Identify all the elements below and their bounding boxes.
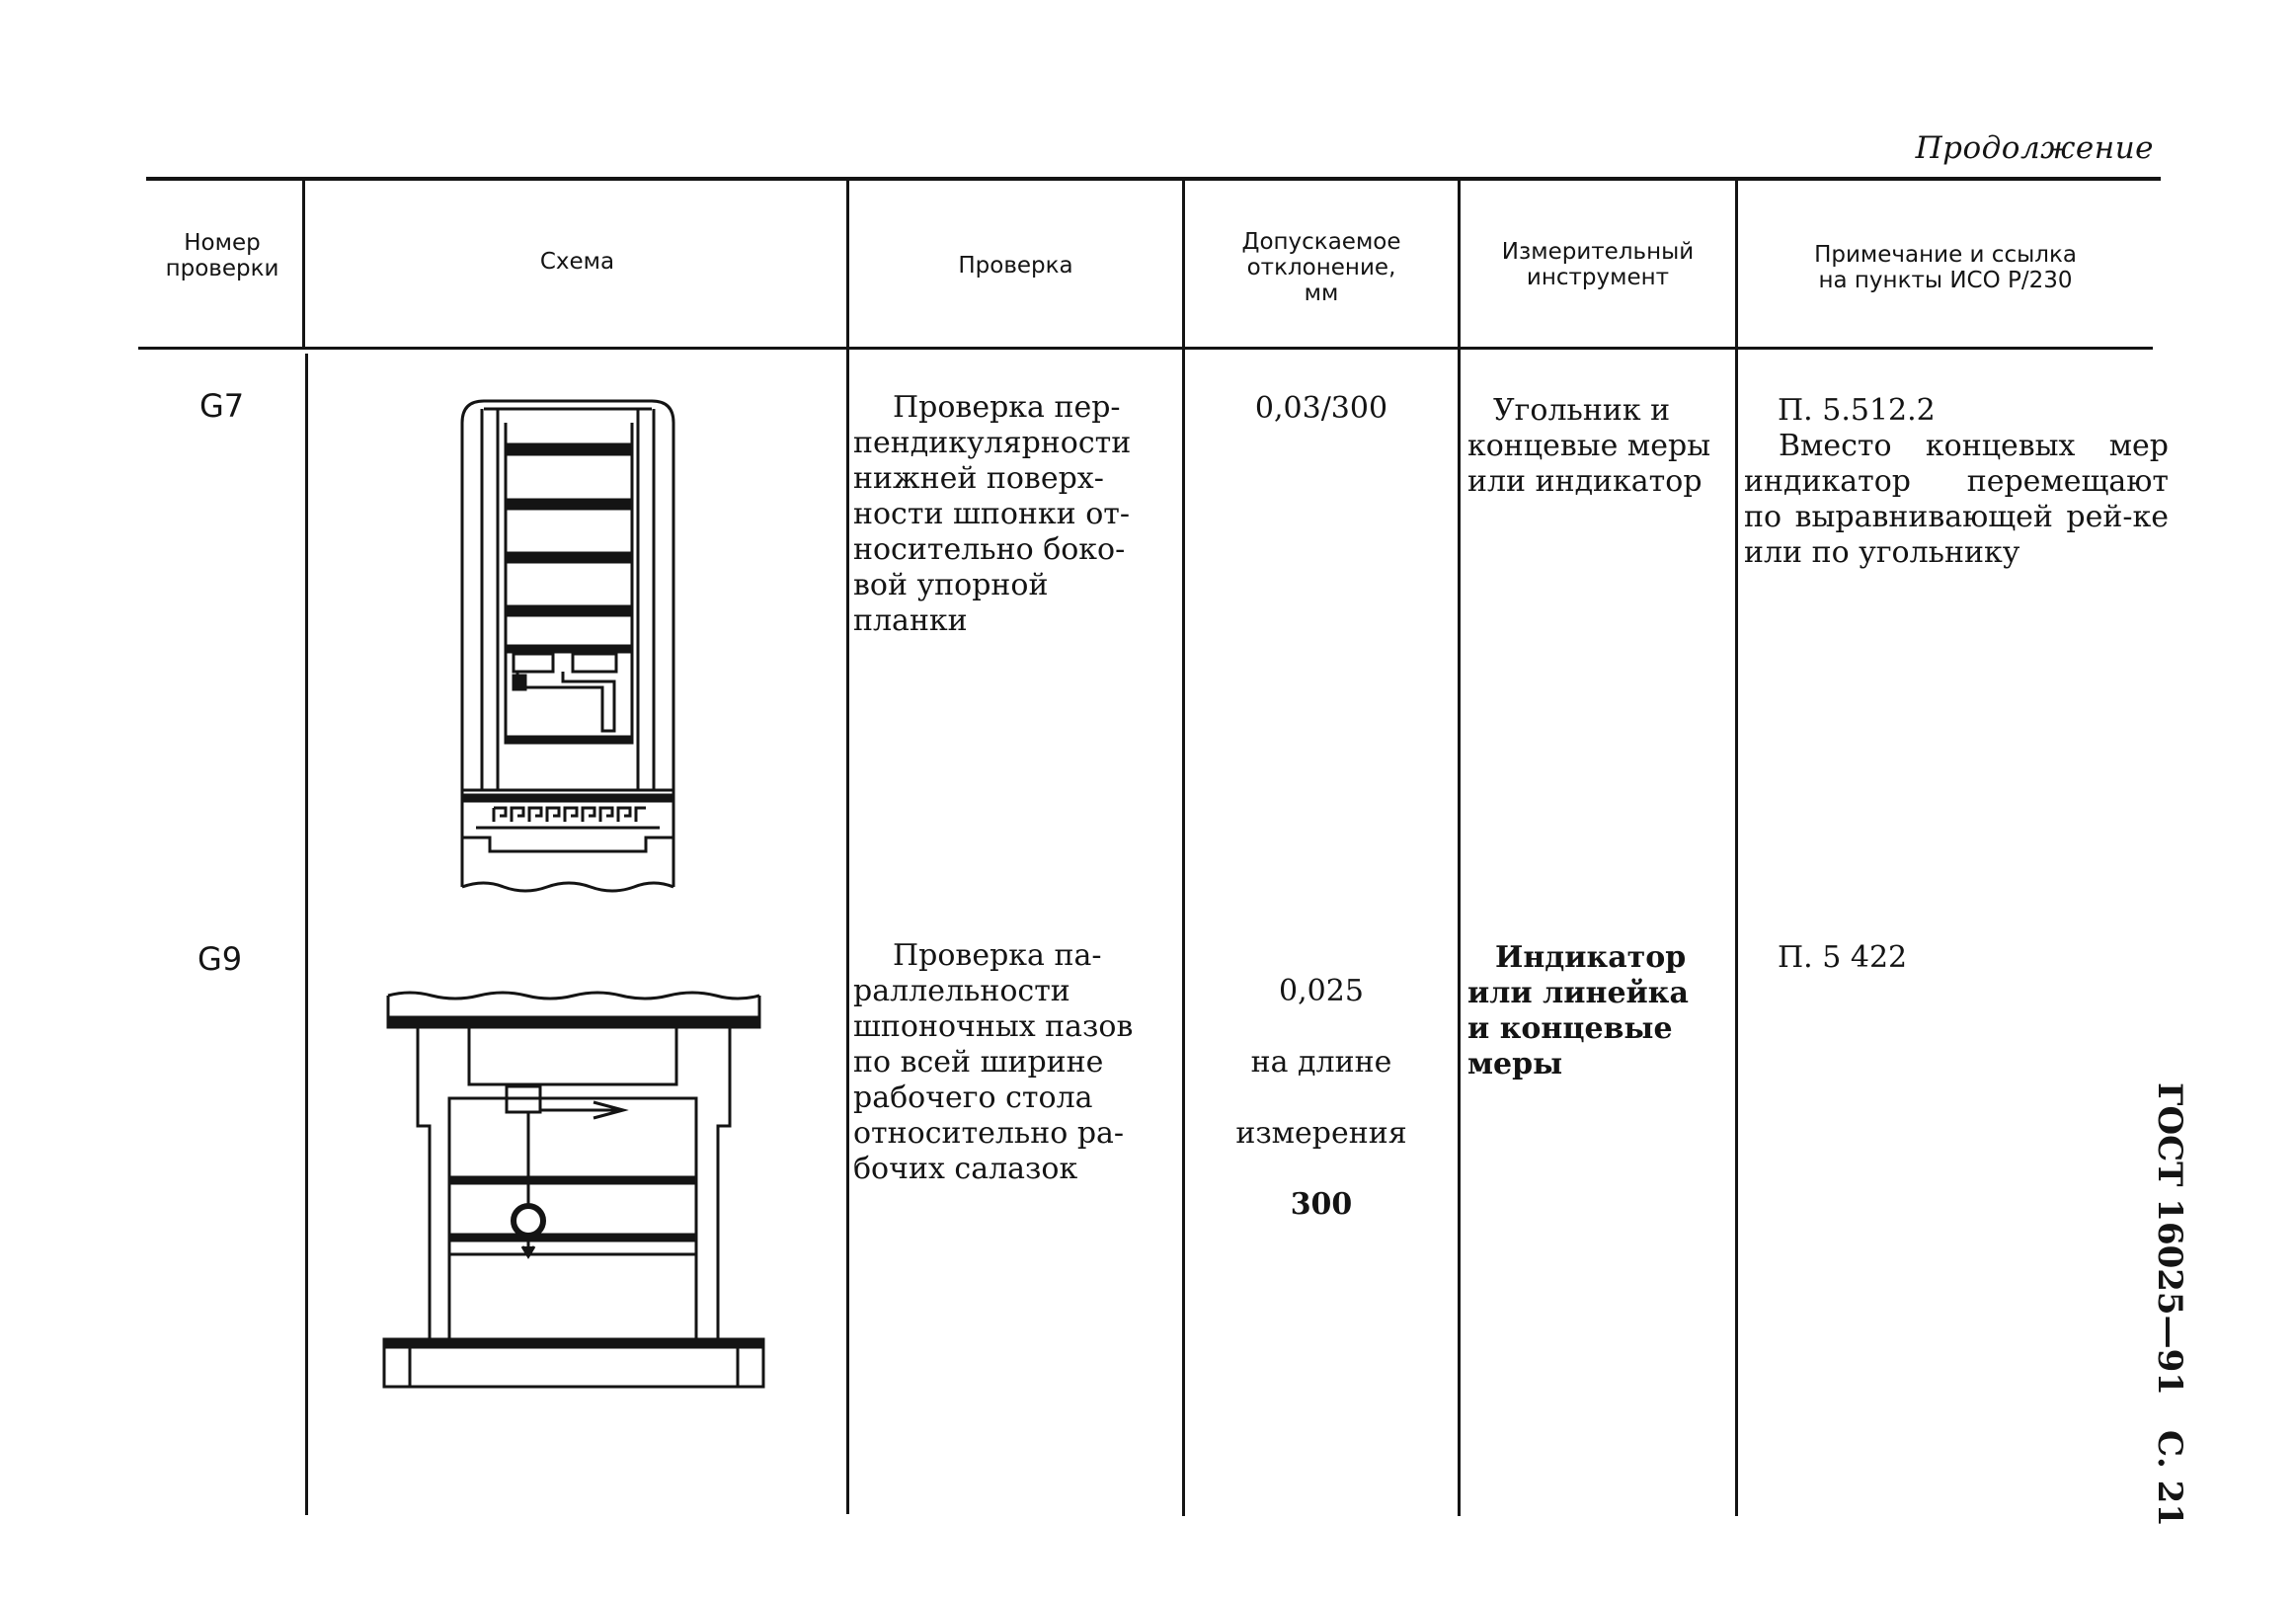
check-number: G9 xyxy=(198,940,243,978)
note-text: Вместо концевых мер индикатор перемещают… xyxy=(1744,429,2169,570)
header-check: Проверка xyxy=(958,253,1073,279)
column-divider-1 xyxy=(302,181,305,347)
continuation-label: Продолжение xyxy=(1915,130,2154,166)
column-divider-5 xyxy=(1735,181,1738,1516)
header-tolerance: Допускаемое отклонение, мм xyxy=(1241,229,1401,306)
measuring-instrument: Угольник и концевые меры или индикатор xyxy=(1467,393,1711,499)
header-note: Примечание и ссылка на пункты ИСО Р/230 xyxy=(1814,242,2077,293)
tolerance-value: 0,03/300 xyxy=(1254,391,1388,426)
standard-code: ГОСТ 16025—91 xyxy=(2150,1082,2189,1396)
column-divider-2 xyxy=(846,181,849,1514)
tolerance-length: 300 xyxy=(1290,1187,1353,1222)
column-divider-4 xyxy=(1458,181,1461,1516)
measuring-instrument: Индикатор или линейка и концевые меры xyxy=(1467,940,1689,1081)
g9-scheme-drawing xyxy=(382,991,765,1389)
page-number: С. 21 xyxy=(2150,1429,2189,1527)
check-number: G7 xyxy=(199,387,245,425)
g7-scheme-drawing xyxy=(460,399,675,893)
header-bottom-rule xyxy=(138,347,2153,350)
table-top-rule xyxy=(146,177,2161,181)
column-divider-3 xyxy=(1182,181,1185,1516)
tolerance-length-label: на длине xyxy=(1250,1045,1392,1080)
tolerance-measure-label: измерения xyxy=(1235,1116,1407,1151)
header-instrument: Измерительный инструмент xyxy=(1501,239,1695,290)
check-description: Проверка пер- пендикулярности нижней пов… xyxy=(853,390,1132,638)
column-divider-1-body xyxy=(305,354,308,1515)
tolerance-value: 0,025 на длине измерения 300 xyxy=(1185,938,1458,1258)
tolerance-amount: 0,025 xyxy=(1279,974,1364,1008)
check-description: Проверка па- раллельности шпоночных пазо… xyxy=(853,938,1134,1186)
header-number: Номер проверки xyxy=(165,230,279,281)
header-scheme: Схема xyxy=(539,249,615,275)
note-reference: П. 5 422 xyxy=(1778,940,1908,975)
side-standard-label: ГОСТ 16025—91 С. 21 xyxy=(2133,1082,2206,1527)
note-reference: П. 5.512.2 xyxy=(1778,393,1936,428)
